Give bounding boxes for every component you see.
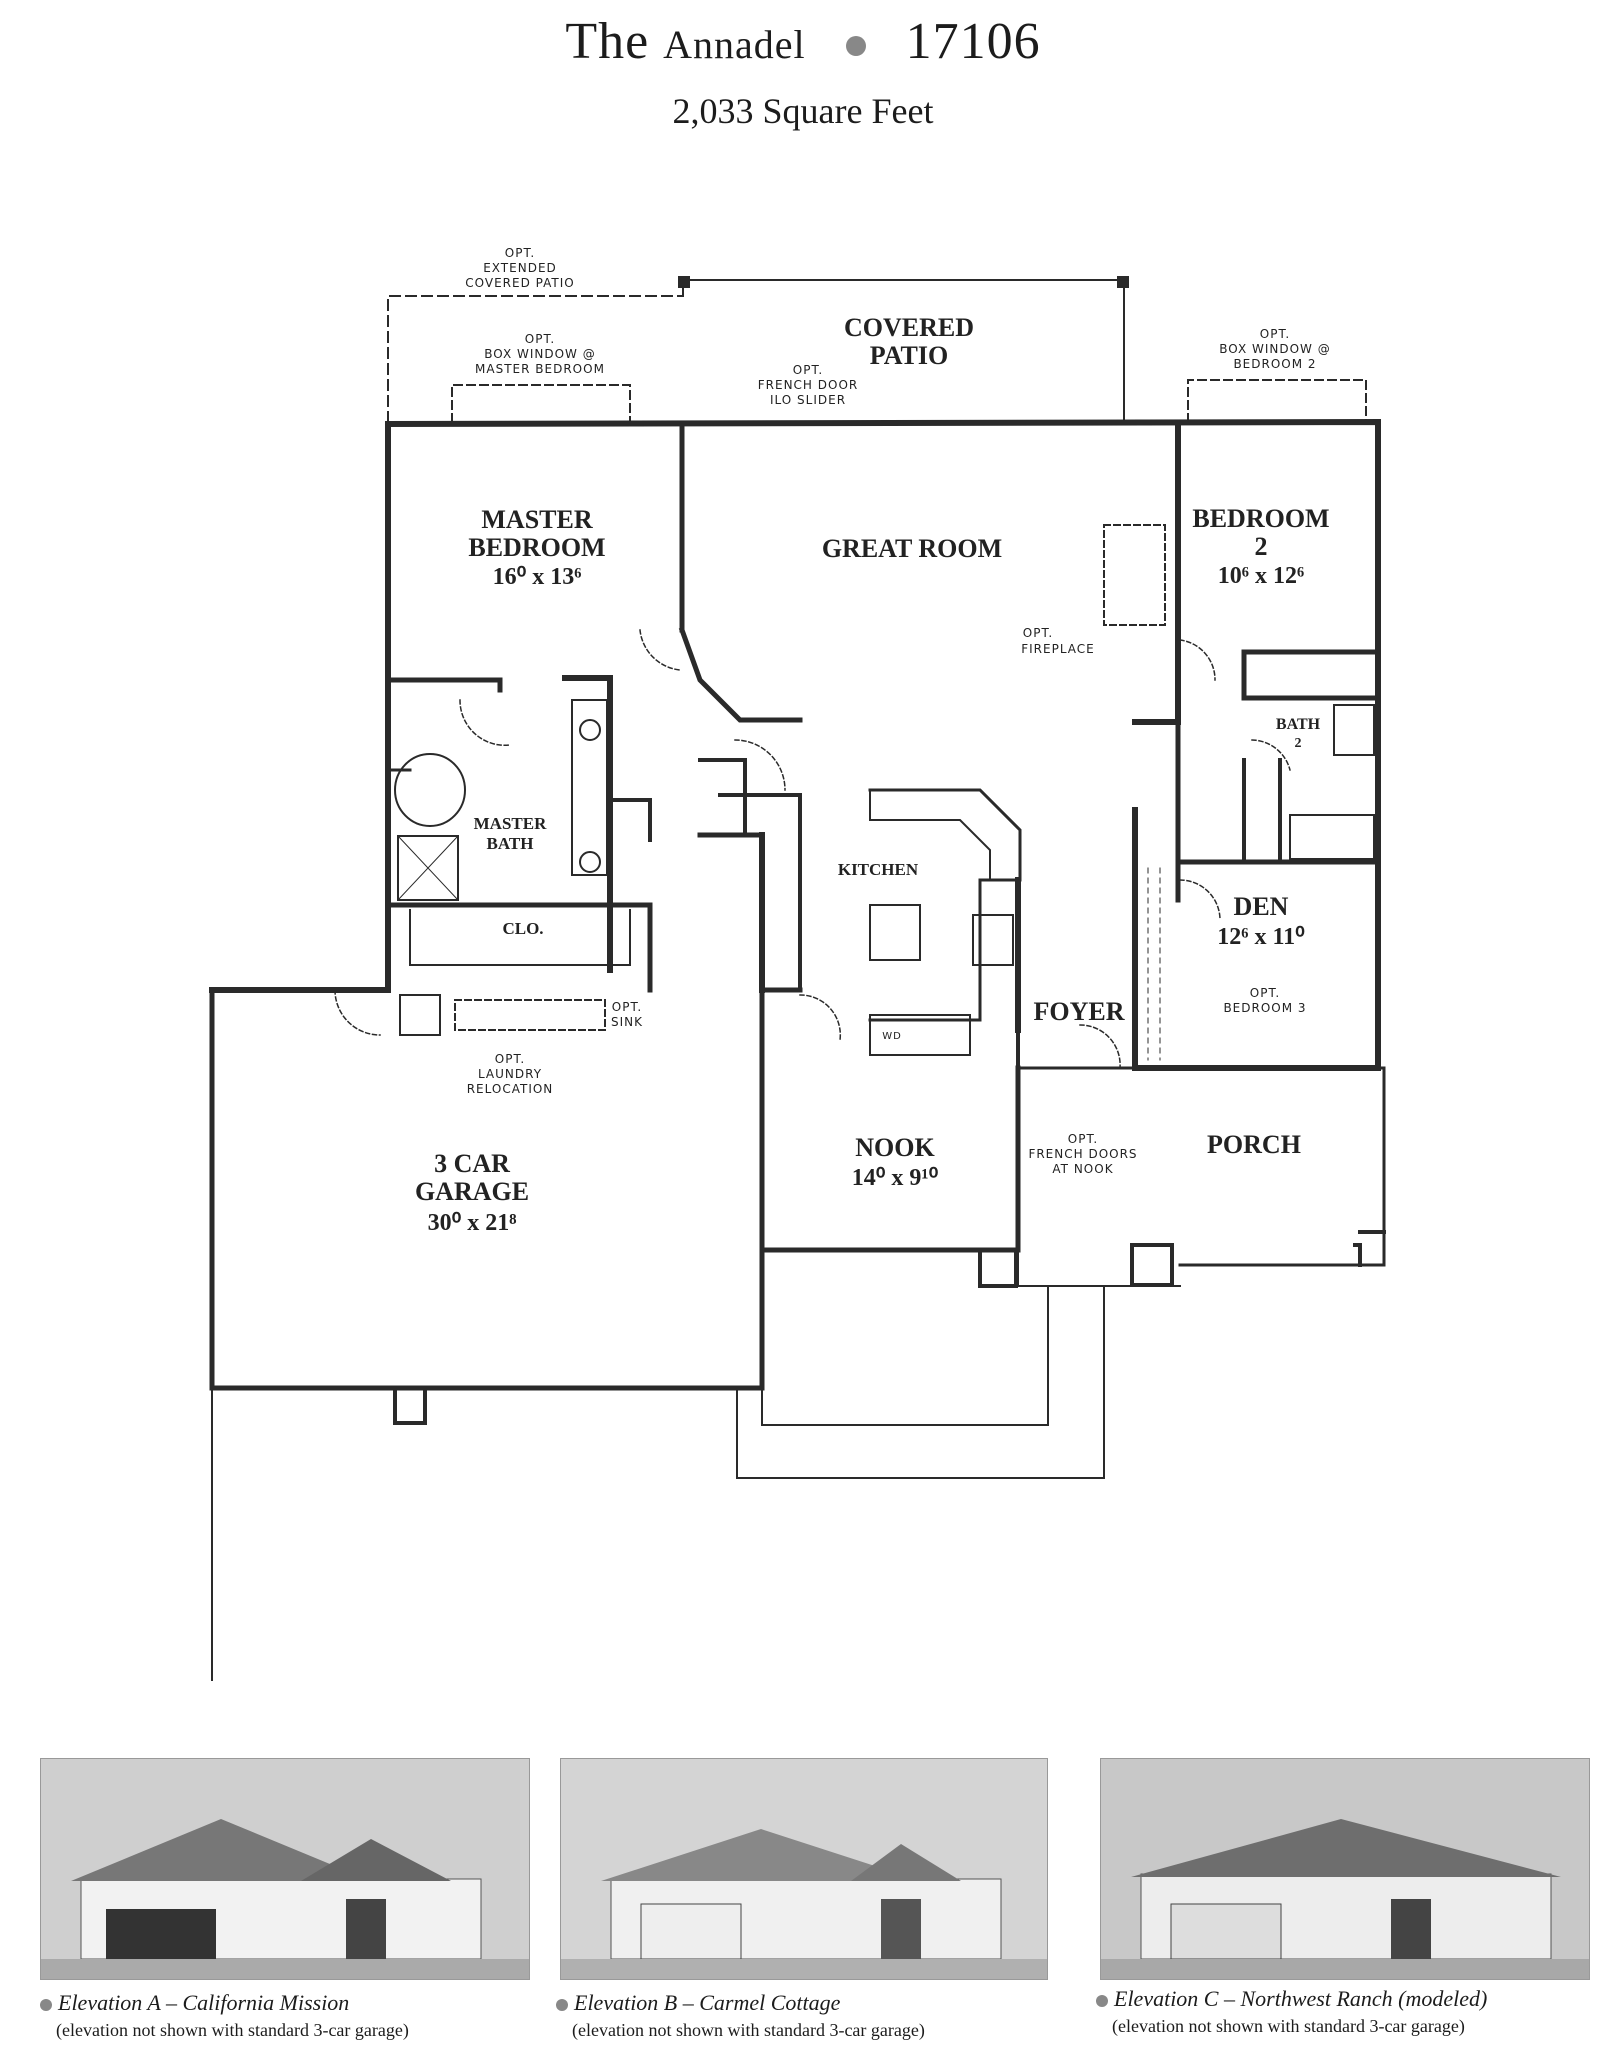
master-bath-label: MASTER <box>474 814 547 833</box>
elevation-b-note: (elevation not shown with standard 3-car… <box>572 2020 925 2040</box>
covered-patio-label: COVERED <box>844 313 974 342</box>
elevation-b-title: Elevation B – Carmel Cottage <box>574 1990 841 2015</box>
nook-dims: 14⁰ x 9¹⁰ <box>852 1165 939 1191</box>
plan-title: The Annadel 17106 <box>0 12 1606 71</box>
washer-dryer-note: WD <box>882 1031 902 1042</box>
master-bedroom-dims: 16⁰ x 13⁶ <box>493 564 582 590</box>
box-window-bed2-note-1: OPT. <box>1260 327 1290 341</box>
nook-doors-note-3: AT NOOK <box>1052 1162 1113 1176</box>
elevation-a-image <box>40 1758 530 1980</box>
bedroom-2-label-2: 2 <box>1255 532 1268 561</box>
master-bedroom-label: MASTER <box>481 505 592 534</box>
elevation-a-title: Elevation A – California Mission <box>58 1990 350 2015</box>
sink-note-2: SINK <box>611 1015 643 1029</box>
master-bedroom-label-2: BEDROOM <box>468 533 605 562</box>
covered-patio-label-2: PATIO <box>870 341 948 370</box>
laundry-note-2: LAUNDRY <box>478 1067 542 1081</box>
bedroom-2-label: BEDROOM <box>1192 504 1329 533</box>
box-window-bed2-note-3: BEDROOM 2 <box>1233 357 1316 371</box>
master-bath-label-2: BATH <box>487 834 534 853</box>
elevation-b-image <box>560 1758 1048 1980</box>
elevation-c-caption: Elevation C – Northwest Ranch (modeled) <box>1096 1986 1487 2012</box>
elevation-a-caption: Elevation A – California Mission <box>40 1990 349 2016</box>
elevation-a-drawing <box>41 1759 529 1979</box>
box-window-master-note-3: MASTER BEDROOM <box>475 362 605 376</box>
box-window-master-note-2: BOX WINDOW @ <box>484 347 595 361</box>
french-slider-note-2: FRENCH DOOR <box>758 378 858 392</box>
sink-note-1: OPT. <box>612 1000 642 1014</box>
fireplace-note-2: FIREPLACE <box>1021 642 1095 656</box>
garage-label: 3 CAR <box>434 1149 510 1178</box>
den-label: DEN <box>1234 892 1289 921</box>
bullet-icon <box>845 36 866 57</box>
french-slider-note-1: OPT. <box>793 363 823 377</box>
fireplace-note-1: OPT. <box>1023 626 1053 640</box>
elevation-c-note: (elevation not shown with standard 3-car… <box>1112 2016 1465 2036</box>
bath-2-label-2: 2 <box>1295 736 1302 751</box>
box-window-master-note-1: OPT. <box>525 332 555 346</box>
garage-dims: 30⁰ x 21⁸ <box>428 1210 517 1236</box>
elevation-b-caption: Elevation B – Carmel Cottage <box>556 1990 840 2016</box>
kitchen-label: KITCHEN <box>838 860 919 879</box>
laundry-note-1: OPT. <box>495 1052 525 1066</box>
bath-2-label: BATH <box>1276 716 1321 733</box>
bedroom-2-dims: 10⁶ x 12⁶ <box>1218 563 1304 589</box>
ext-patio-note-1: OPT. <box>505 246 535 260</box>
ext-patio-note-2: EXTENDED <box>483 261 557 275</box>
ext-patio-note-3: COVERED PATIO <box>465 276 574 290</box>
den-dims: 12⁶ x 11⁰ <box>1217 924 1305 950</box>
elevation-c-image <box>1100 1758 1590 1980</box>
laundry-note-3: RELOCATION <box>467 1082 554 1096</box>
french-slider-note-3: ILO SLIDER <box>770 393 846 407</box>
elevation-c-drawing <box>1101 1759 1589 1979</box>
nook-doors-note-1: OPT. <box>1068 1132 1098 1146</box>
square-footage: 2,033 Square Feet <box>672 91 934 131</box>
title-name: Annadel <box>663 22 806 67</box>
great-room-label: GREAT ROOM <box>822 534 1002 563</box>
plan-number: 17106 <box>905 13 1041 70</box>
bullet-icon <box>1096 1994 1108 2007</box>
elevation-b-drawing <box>561 1759 1047 1979</box>
nook-doors-note-2: FRENCH DOORS <box>1028 1147 1137 1161</box>
bedroom-3-note-1: OPT. <box>1250 986 1280 1000</box>
elevation-a-note: (elevation not shown with standard 3-car… <box>56 2020 409 2040</box>
bedroom-3-note-2: BEDROOM 3 <box>1223 1001 1306 1015</box>
floor-plan: COVERED PATIO MASTER BEDROOM 16⁰ x 13⁶ G… <box>209 246 1386 1681</box>
foyer-label: FOYER <box>1034 997 1125 1026</box>
bullet-icon <box>556 1998 568 2011</box>
porch-label: PORCH <box>1207 1130 1301 1159</box>
elevation-c-title: Elevation C – Northwest Ranch (modeled) <box>1114 1986 1488 2011</box>
closet-label: CLO. <box>502 919 543 938</box>
nook-label: NOOK <box>855 1133 935 1162</box>
title-the: The <box>565 13 650 70</box>
bullet-icon <box>40 1998 52 2011</box>
garage-label-2: GARAGE <box>415 1177 529 1206</box>
box-window-bed2-note-2: BOX WINDOW @ <box>1219 342 1330 356</box>
